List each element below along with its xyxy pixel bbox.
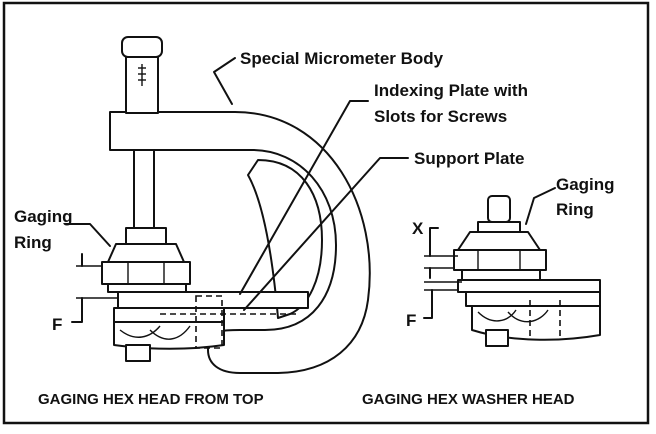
- caption-right: GAGING HEX WASHER HEAD: [362, 391, 575, 408]
- washer-plate: [457, 279, 601, 293]
- spindle-tip-right: [487, 195, 511, 223]
- label-gaging-ring-left-1: Gaging: [14, 207, 73, 226]
- spindle-cap: [121, 36, 163, 58]
- support-plate: [113, 307, 225, 323]
- label-x-right: X: [412, 219, 424, 238]
- label-support-plate: Support Plate: [414, 149, 525, 168]
- caption-left: GAGING HEX HEAD FROM TOP: [38, 391, 264, 408]
- leader-lines: [65, 57, 556, 311]
- leader-indexing-plate: [239, 100, 369, 295]
- figure-border: [2, 1, 650, 425]
- label-micrometer-body: Special Micrometer Body: [240, 49, 444, 68]
- hex-washer-head: [453, 249, 547, 271]
- gaging-ring-right: [477, 221, 521, 233]
- gaging-ring-left: [125, 227, 167, 245]
- leader-micrometer-body: [213, 57, 236, 105]
- left-figure: [71, 36, 371, 374]
- indexing-plate: [117, 291, 309, 309]
- label-indexing-plate-1: Indexing Plate with: [374, 81, 528, 100]
- micrometer-body: [109, 111, 371, 374]
- label-indexing-plate-2: Slots for Screws: [374, 107, 507, 126]
- label-gaging-ring-right-1: Gaging: [556, 175, 615, 194]
- label-gaging-ring-right-2: Ring: [556, 200, 594, 219]
- label-f-left: F: [52, 315, 62, 334]
- label-gaging-ring-left-2: Ring: [14, 233, 52, 252]
- right-figure: [423, 195, 601, 347]
- leader-gaging-ring-right: [525, 187, 556, 225]
- leader-gaging-ring-left: [65, 223, 111, 247]
- hex-head-left: [101, 261, 191, 285]
- leader-support-plate: [243, 157, 409, 311]
- spindle: [133, 149, 155, 231]
- label-f-right: F: [406, 311, 416, 330]
